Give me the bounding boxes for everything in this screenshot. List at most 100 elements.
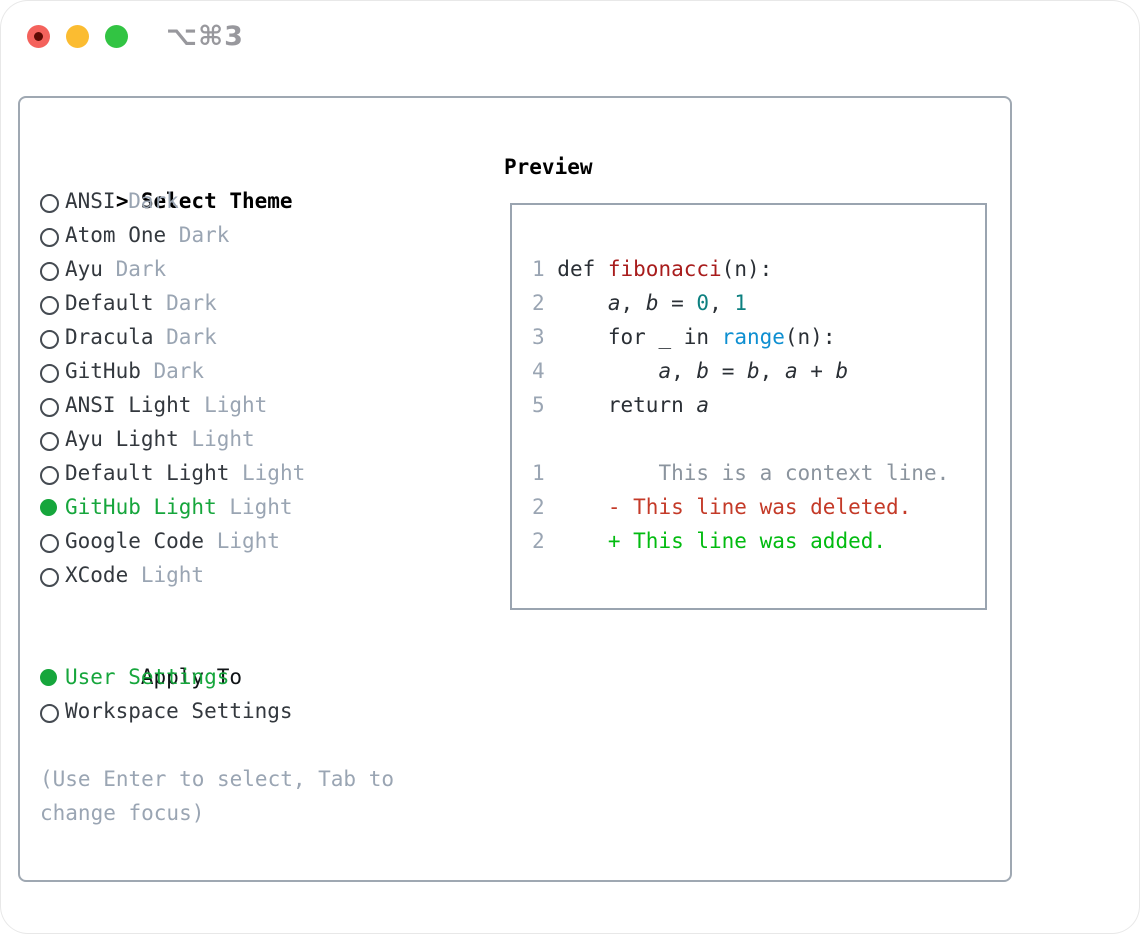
- radio-icon: [40, 354, 65, 388]
- theme-option-ayu[interactable]: Ayu Dark: [40, 252, 490, 286]
- option-label: XCode: [65, 563, 129, 587]
- window-shortcut-title: ⌥⌘3: [166, 21, 244, 52]
- code-token-builtin: range: [721, 325, 785, 349]
- theme-option-github-light[interactable]: GitHub Light Light: [40, 490, 490, 524]
- code-token-plain: return: [557, 393, 697, 417]
- code-token-del: - This line was deleted.: [557, 495, 912, 519]
- option-variant-label: Light: [216, 495, 293, 519]
- code-token-context: This is a context line.: [557, 461, 950, 485]
- code-token-num: 1: [734, 291, 748, 315]
- radio-icon: [40, 422, 65, 456]
- line-number: [532, 427, 557, 451]
- select-theme-header: > Select Theme: [40, 150, 490, 213]
- code-token-plain: =: [658, 291, 697, 315]
- option-variant-label: Light: [204, 529, 280, 553]
- line-number: 2: [532, 495, 558, 519]
- radio-icon: [40, 320, 65, 354]
- blank-code-line: [532, 422, 985, 456]
- option-label: ANSI Light: [65, 393, 192, 417]
- theme-option-ansi[interactable]: ANSI Dark: [40, 184, 490, 218]
- radio-icon: [40, 218, 65, 252]
- theme-option-default-light[interactable]: Default Light Light: [40, 456, 490, 490]
- option-variant-label: Dark: [102, 257, 167, 281]
- theme-option-google-code[interactable]: Google Code Light: [40, 524, 490, 558]
- code-token-plain: ,: [671, 359, 697, 383]
- line-number: 1: [532, 461, 558, 485]
- option-label: GitHub Light: [65, 495, 217, 519]
- option-variant-label: Dark: [166, 223, 230, 247]
- option-label: Dracula: [65, 325, 154, 349]
- code-token-var: b: [645, 291, 659, 315]
- line-number: 2: [532, 529, 558, 553]
- minimize-button[interactable]: [66, 25, 89, 48]
- theme-option-atom-one[interactable]: Atom One Dark: [40, 218, 490, 252]
- code-token-plain: [557, 359, 658, 383]
- code-token-var: a: [784, 359, 798, 383]
- radio-icon: [40, 456, 65, 490]
- code-token-plain: ,: [620, 291, 646, 315]
- spacer: [40, 728, 490, 762]
- option-variant-label: Dark: [115, 189, 179, 213]
- option-variant-label: Light: [128, 563, 205, 587]
- code-line: 5 return a: [532, 388, 985, 422]
- code-token-var: b: [696, 359, 710, 383]
- radio-selected-icon: [40, 660, 65, 694]
- option-variant-label: Dark: [153, 325, 217, 349]
- theme-option-ayu-light[interactable]: Ayu Light Light: [40, 422, 490, 456]
- code-token-plain: ,: [709, 291, 735, 315]
- titlebar: ⌥⌘3: [0, 0, 1140, 74]
- apply-to-header-label: Apply To: [140, 665, 243, 689]
- theme-option-github[interactable]: GitHub Dark: [40, 354, 490, 388]
- theme-option-ansi-light[interactable]: ANSI Light Light: [40, 388, 490, 422]
- radio-selected-icon: [40, 490, 65, 524]
- radio-icon: [40, 184, 65, 218]
- code-line: 4 a, b = b, a + b: [532, 354, 985, 388]
- option-label: GitHub: [65, 359, 141, 383]
- radio-icon: [40, 388, 65, 422]
- option-variant-label: Dark: [153, 291, 217, 315]
- code-line: 2 + This line was added.: [532, 524, 985, 558]
- code-line: 1 def fibonacci(n):: [532, 252, 985, 286]
- radio-icon: [40, 694, 65, 728]
- code-token-plain: for _ in: [557, 325, 722, 349]
- theme-option-default[interactable]: Default Dark: [40, 286, 490, 320]
- code-token-var: b: [835, 359, 849, 383]
- option-variant-label: Dark: [140, 359, 205, 383]
- code-line: 1 This is a context line.: [532, 456, 985, 490]
- code-token-plain: [557, 291, 608, 315]
- radio-icon: [40, 558, 65, 592]
- code-token-var: a: [658, 359, 672, 383]
- select-theme-header-label: Select Theme: [140, 189, 293, 213]
- theme-option-dracula[interactable]: Dracula Dark: [40, 320, 490, 354]
- code-token-plain: (n):: [721, 257, 773, 281]
- line-number: 1: [532, 257, 558, 281]
- code-line: 3 for _ in range(n):: [532, 320, 985, 354]
- close-button[interactable]: [27, 25, 50, 48]
- apply-to-header: Apply To: [40, 626, 490, 689]
- radio-icon: [40, 252, 65, 286]
- code-line: 2 a, b = 0, 1: [532, 286, 985, 320]
- code-line: 2 - This line was deleted.: [532, 490, 985, 524]
- option-label: User Settings: [65, 665, 230, 689]
- code-token-plain: ,: [759, 359, 785, 383]
- prompt-caret-icon: >: [115, 189, 129, 213]
- hint-text-line: (Use Enter to select, Tab to: [40, 767, 395, 791]
- radio-icon: [40, 286, 65, 320]
- line-number: 3: [532, 325, 558, 349]
- code-token-var: a: [607, 291, 621, 315]
- zoom-button[interactable]: [105, 25, 128, 48]
- option-label: Atom One: [65, 223, 167, 247]
- apply-option-user-settings[interactable]: User Settings: [40, 660, 490, 694]
- radio-icon: [40, 524, 65, 558]
- option-label: ANSI: [65, 189, 116, 213]
- apply-option-workspace-settings[interactable]: Workspace Settings: [40, 694, 490, 728]
- theme-option-xcode[interactable]: XCode Light: [40, 558, 490, 592]
- option-label: Default Light: [65, 461, 230, 485]
- line-number: 2: [532, 291, 558, 315]
